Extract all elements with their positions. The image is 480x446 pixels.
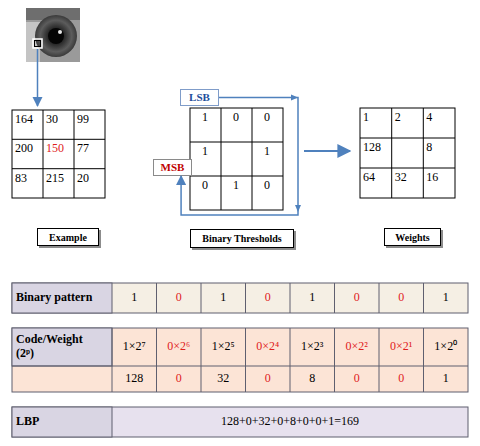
grid-value: 1 xyxy=(190,142,221,176)
box-label: LSB xyxy=(189,91,210,103)
row-header: Binary pattern xyxy=(12,283,112,313)
table-header-cell xyxy=(12,283,112,313)
table-cell: 0×2⁶ xyxy=(157,328,202,366)
table-lines xyxy=(157,283,424,313)
table-cell: 0 xyxy=(335,283,380,313)
table-cell: 32 xyxy=(201,366,246,392)
grid-value: 2 xyxy=(392,108,424,138)
caption-box: Example xyxy=(37,228,99,246)
flow-arrow xyxy=(304,150,350,152)
eyelid-shade xyxy=(26,8,80,20)
table-header-cell xyxy=(12,328,112,366)
grid-value: 4 xyxy=(423,108,455,138)
grid-value: 1 xyxy=(360,108,392,138)
table-cell: 128+0+32+0+8+0+0+1=169 xyxy=(112,407,468,437)
grid-value: 215 xyxy=(43,169,74,198)
table-cell: 128 xyxy=(112,366,157,392)
table-row xyxy=(12,407,468,437)
grid-value: 0 xyxy=(221,108,252,142)
box-label: Example xyxy=(49,232,87,243)
grid-lines xyxy=(12,110,105,198)
sample-window-inner xyxy=(35,41,41,47)
grid-value: 30 xyxy=(43,110,74,139)
grid-value: 1 xyxy=(190,108,221,142)
threshold-grid xyxy=(190,108,283,210)
table-lines xyxy=(12,328,468,392)
table-cell: 0 xyxy=(335,366,380,392)
bit-order-box: MSB xyxy=(153,159,192,176)
table-cell: 1×2⁰ xyxy=(424,328,469,366)
grid-value: 1 xyxy=(221,176,252,210)
grid-value: 164 xyxy=(12,110,43,139)
table-cell: 8 xyxy=(290,366,335,392)
table-cell: 0 xyxy=(379,283,424,313)
box-label: Weights xyxy=(395,232,429,243)
caption-box: Binary Thresholds xyxy=(190,229,294,248)
grid-value: 200 xyxy=(12,139,43,168)
row-header: Code/Weight (2ᵖ) xyxy=(12,328,112,366)
grid-value: 128 xyxy=(360,138,392,168)
grid-value: 0 xyxy=(190,176,221,210)
box-label: MSB xyxy=(161,161,185,173)
sclera xyxy=(26,22,40,62)
grid-value: 64 xyxy=(360,168,392,198)
table-cell: 1 xyxy=(424,283,469,313)
grid-lines xyxy=(360,108,455,198)
grid-value: 1 xyxy=(252,142,283,176)
weight-grid xyxy=(360,108,455,198)
table-cell: 1×2⁵ xyxy=(201,328,246,366)
grid-value: 32 xyxy=(392,168,424,198)
table-cell: 1×2³ xyxy=(290,328,335,366)
table-cell: 1 xyxy=(112,283,157,313)
table-cell: 0×2¹ xyxy=(379,328,424,366)
iris xyxy=(35,15,77,57)
table-header-cell xyxy=(12,407,112,437)
eye-highlight xyxy=(58,30,62,34)
table-row xyxy=(12,328,468,392)
table-cell: 0×2⁴ xyxy=(246,328,291,366)
table-cell: 0 xyxy=(157,366,202,392)
caption-box: Weights xyxy=(384,228,441,246)
row-header: LBP xyxy=(12,407,112,437)
table-cell: 0 xyxy=(157,283,202,313)
table-cell: 1 xyxy=(424,366,469,392)
eye-photo xyxy=(26,8,80,62)
table-cell: 0 xyxy=(379,366,424,392)
bit-order-box: LSB xyxy=(180,89,219,106)
table-cell: 1 xyxy=(290,283,335,313)
grid-value: 83 xyxy=(12,169,43,198)
table-row xyxy=(12,283,468,313)
table-cell: 1×2⁷ xyxy=(112,328,157,366)
scan-arrowhead xyxy=(295,205,301,212)
sample-window xyxy=(33,39,42,48)
grid-value: 8 xyxy=(423,138,455,168)
pupil xyxy=(48,28,64,44)
grid-value: 77 xyxy=(74,139,105,168)
table-cell: 0 xyxy=(246,283,291,313)
pointer-arrow xyxy=(37,49,39,106)
grid-value: 150 xyxy=(43,139,74,168)
table-cell: 0×2² xyxy=(335,328,380,366)
box-label: Binary Thresholds xyxy=(202,233,281,244)
table-cell: 1 xyxy=(201,283,246,313)
grid-value: 99 xyxy=(74,110,105,139)
grid-lines xyxy=(190,108,283,210)
scan-arrowhead xyxy=(291,95,298,101)
scan-order-arrow xyxy=(181,98,298,216)
table-cell: 0 xyxy=(246,366,291,392)
grid-value: 20 xyxy=(74,169,105,198)
grid-value: 16 xyxy=(423,168,455,198)
grid-value: 0 xyxy=(252,108,283,142)
grid-value: 0 xyxy=(252,176,283,210)
example-grid xyxy=(12,110,105,198)
